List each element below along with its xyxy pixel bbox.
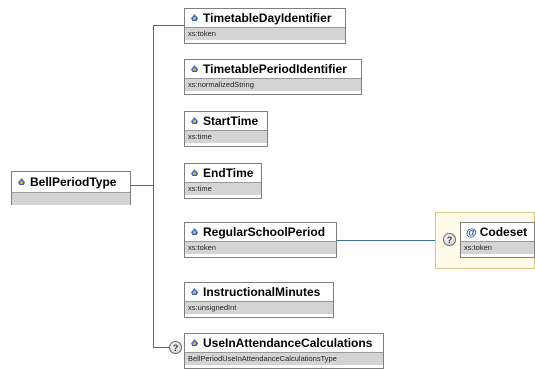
attribute-icon: @ [466, 227, 477, 239]
element-icon [190, 288, 199, 295]
element-type: xs:time [185, 182, 261, 195]
root-connector [130, 185, 153, 186]
element-node-end-time[interactable]: EndTime xs:time [184, 163, 262, 199]
sequence-trunk [153, 25, 154, 347]
element-name: TimetablePeriodIdentifier [203, 62, 347, 76]
attribute-type: xs:token [461, 241, 534, 254]
element-icon [190, 339, 199, 346]
element-node-timetable-period-identifier[interactable]: TimetablePeriodIdentifier xs:normalizedS… [184, 59, 362, 95]
branch-line-1 [153, 25, 184, 26]
element-type: BellPeriodUseInAttendanceCalculationsTyp… [185, 352, 383, 365]
element-type: xs:token [185, 241, 336, 254]
root-type-footer [12, 192, 130, 205]
element-node-instructional-minutes[interactable]: InstructionalMinutes xs:unsignedInt [184, 282, 334, 318]
element-type: xs:unsignedInt [185, 301, 333, 314]
element-icon [190, 65, 199, 72]
element-name: EndTime [203, 166, 254, 180]
element-node-timetable-day-identifier[interactable]: TimetableDayIdentifier xs:token [184, 8, 346, 44]
element-name: StartTime [203, 114, 259, 128]
element-node-use-in-attendance-calculations[interactable]: UseInAttendanceCalculations BellPeriodUs… [184, 333, 384, 369]
element-icon [190, 117, 199, 124]
root-type-node[interactable]: BellPeriodType [11, 171, 131, 205]
element-type: xs:normalizedString [185, 78, 361, 91]
element-node-start-time[interactable]: StartTime xs:time [184, 111, 268, 147]
element-icon [190, 169, 199, 176]
element-type: xs:time [185, 130, 267, 143]
attribute-name: Codeset [479, 225, 528, 239]
element-icon [190, 14, 199, 21]
element-name: InstructionalMinutes [203, 285, 321, 299]
element-name: TimetableDayIdentifier [203, 11, 332, 25]
optional-question-icon: ? [169, 341, 182, 354]
attribute-optional-question-icon: ? [443, 233, 456, 246]
element-node-regular-school-period[interactable]: RegularSchoolPeriod xs:token [184, 222, 337, 258]
attribute-connector [337, 240, 441, 241]
attribute-node-codeset[interactable]: @Codeset xs:token [460, 222, 535, 258]
element-type: xs:token [185, 27, 345, 40]
branch-line-7 [153, 347, 175, 348]
element-name: UseInAttendanceCalculations [203, 336, 373, 350]
element-icon [190, 228, 199, 235]
root-type-label: BellPeriodType [30, 175, 117, 189]
element-name: RegularSchoolPeriod [203, 225, 326, 239]
element-icon [17, 178, 26, 185]
